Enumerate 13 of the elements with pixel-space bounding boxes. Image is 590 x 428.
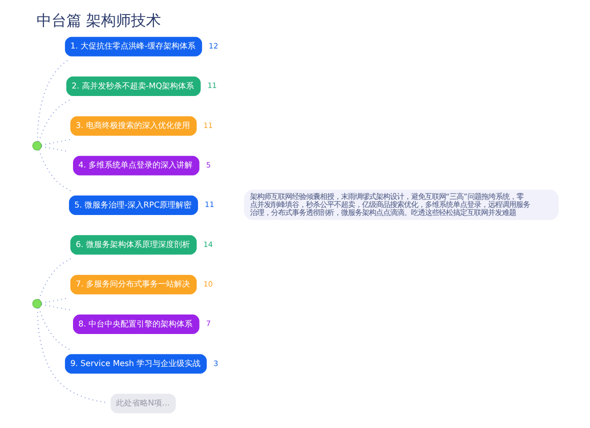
connector [38,150,71,192]
connector [36,308,106,403]
diagram-title: 中台篇 架构师技术 [36,12,161,30]
node-circle [32,299,42,308]
connector [40,146,68,152]
connector [40,298,68,304]
connector [36,60,68,142]
connector [38,308,70,350]
connector [38,99,70,142]
connector [38,258,71,300]
node-circle [32,141,42,150]
connector [40,138,70,146]
connector [40,304,70,311]
